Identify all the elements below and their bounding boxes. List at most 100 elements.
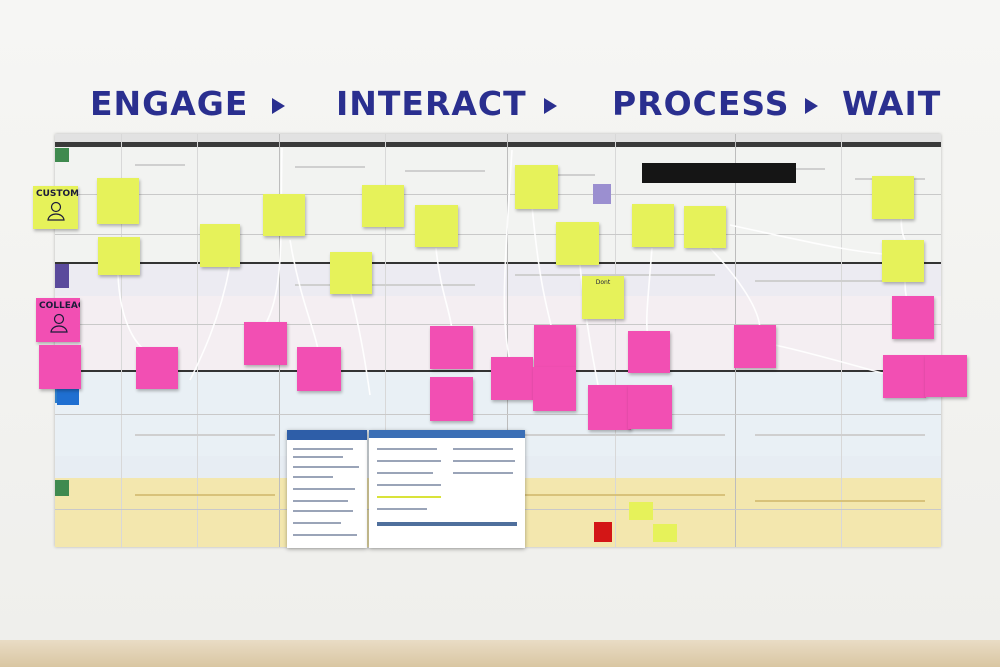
sticky-note bbox=[330, 252, 372, 294]
text-line bbox=[293, 476, 333, 478]
text-line bbox=[377, 508, 427, 510]
person-icon bbox=[50, 313, 68, 333]
column-divider bbox=[385, 134, 386, 547]
sticky-note bbox=[882, 240, 924, 282]
column-divider bbox=[197, 134, 198, 547]
sticky-note bbox=[491, 357, 533, 400]
text-line bbox=[293, 456, 343, 458]
text-block bbox=[755, 434, 925, 436]
text-line bbox=[377, 460, 441, 462]
sticky-note bbox=[97, 178, 139, 224]
column-divider bbox=[121, 134, 122, 547]
redacted-block bbox=[642, 163, 796, 183]
column-divider bbox=[615, 134, 616, 547]
sticky-note bbox=[39, 345, 81, 389]
stage-engage: ENGAGE bbox=[90, 84, 249, 123]
sticky-note bbox=[362, 185, 404, 227]
string-line bbox=[645, 247, 653, 339]
poster-title-bar bbox=[55, 142, 941, 147]
string-line bbox=[709, 247, 761, 331]
sticky-note bbox=[200, 224, 240, 267]
sticky-note bbox=[515, 165, 558, 209]
sticky-note bbox=[430, 377, 473, 421]
text-block bbox=[515, 274, 715, 276]
note-text: COLLEAGUE bbox=[39, 301, 80, 311]
stage-process: PROCESS bbox=[612, 84, 790, 123]
sticky-note bbox=[534, 325, 576, 367]
string-line bbox=[729, 224, 906, 256]
string-line bbox=[774, 344, 901, 379]
sticky-note bbox=[98, 237, 140, 275]
text-line bbox=[293, 448, 353, 450]
highlighted-line bbox=[377, 496, 441, 498]
text-line bbox=[377, 448, 437, 450]
text-block bbox=[135, 494, 275, 496]
text-block bbox=[135, 164, 185, 166]
sticky-note bbox=[136, 347, 178, 389]
text-line bbox=[293, 510, 353, 512]
text-line bbox=[293, 466, 359, 468]
text-line bbox=[377, 472, 433, 474]
string-line bbox=[349, 289, 371, 396]
sticky-note bbox=[244, 322, 287, 365]
string-line bbox=[117, 274, 156, 356]
sticky-note bbox=[632, 204, 674, 247]
red-marker bbox=[594, 522, 612, 542]
text-line bbox=[453, 460, 515, 462]
sticky-note bbox=[883, 355, 926, 398]
lane-marker-green-2 bbox=[55, 480, 69, 496]
note-text: CUSTOMER bbox=[36, 189, 78, 199]
small-yellow-marker bbox=[629, 502, 653, 520]
column-divider bbox=[841, 134, 842, 547]
sticky-note bbox=[925, 355, 967, 397]
sticky-note bbox=[297, 347, 341, 391]
text-line bbox=[293, 488, 355, 490]
text-block bbox=[525, 494, 725, 496]
sticky-note bbox=[628, 385, 672, 429]
sticky-note bbox=[872, 176, 914, 219]
lane-marker-green bbox=[55, 148, 69, 162]
sticky-note bbox=[430, 326, 473, 369]
arrow-right-icon bbox=[272, 98, 285, 114]
text-block bbox=[405, 170, 485, 172]
arrow-right-icon bbox=[805, 98, 818, 114]
text-block bbox=[295, 166, 365, 168]
text-line bbox=[293, 522, 341, 524]
string-line bbox=[264, 147, 283, 326]
sticky-note bbox=[684, 206, 726, 248]
string-line bbox=[503, 149, 513, 361]
grid-line bbox=[55, 414, 941, 415]
printed-screenshot-web bbox=[369, 430, 525, 548]
text-block bbox=[525, 174, 595, 176]
sticky-note-dont: Dont bbox=[582, 276, 624, 319]
blue-marker bbox=[57, 389, 79, 405]
string-line bbox=[435, 247, 453, 331]
app-header-bar bbox=[287, 430, 367, 440]
text-line bbox=[293, 500, 348, 502]
grid-line bbox=[55, 194, 941, 195]
string-line bbox=[189, 264, 231, 381]
stage-interact: INTERACT bbox=[336, 84, 527, 123]
column-divider bbox=[507, 134, 508, 547]
sticky-note bbox=[628, 331, 670, 373]
footer-bar bbox=[377, 522, 517, 526]
string-line bbox=[289, 239, 319, 351]
text-block bbox=[295, 284, 475, 286]
person-icon bbox=[47, 201, 65, 221]
grid-line bbox=[55, 324, 941, 325]
text-line bbox=[453, 448, 513, 450]
text-block bbox=[135, 434, 275, 436]
text-line bbox=[453, 472, 513, 474]
purple-marker bbox=[593, 184, 611, 204]
string-line bbox=[531, 205, 553, 331]
printed-screenshot-app bbox=[287, 430, 367, 548]
floor-edge bbox=[0, 640, 1000, 667]
text-block bbox=[525, 434, 725, 436]
sticky-note-customer: CUSTOMER bbox=[33, 186, 78, 229]
note-text: Dont bbox=[595, 279, 611, 286]
text-block bbox=[755, 500, 925, 502]
lane-divider bbox=[55, 262, 941, 264]
sticky-note-colleague: COLLEAGUE bbox=[36, 298, 80, 342]
text-line bbox=[377, 484, 441, 486]
